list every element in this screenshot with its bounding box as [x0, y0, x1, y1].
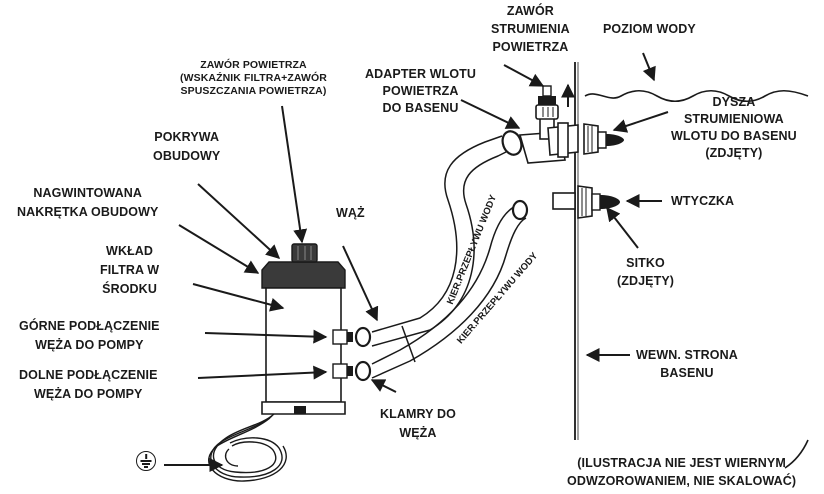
water-surface-line: [584, 89, 809, 103]
label-disclaimer: (ILUSTRACJA NIE JEST WIERNYM ODWZOROWANI…: [567, 456, 797, 488]
label-plug: WTYCZKA: [671, 194, 735, 208]
earth-ground-icon: [136, 451, 156, 471]
air-jet-valve: [535, 104, 559, 120]
label-water-level: POZIOM WODY: [603, 22, 696, 36]
hoses: [371, 135, 527, 379]
power-cord: [208, 413, 287, 482]
strainer-assembly: [511, 185, 620, 221]
label-hose: WĄŻ: [336, 206, 365, 220]
label-air-valve: ZAWÓR POWIETRZA (WSKAŹNIK FILTRA+ZAWÓR S…: [180, 59, 327, 97]
label-air-inlet-adapter: ADAPTER WLOTU POWIETRZA DO BASENU: [365, 67, 477, 115]
label-hose-clamps: KLAMRY DO WĘŻA: [380, 407, 456, 440]
label-threaded-nut: NAGWINTOWANA NAKRĘTKA OBUDOWY: [17, 186, 159, 219]
label-filter-cartridge: WKŁAD FILTRA W ŚRODKU: [100, 244, 160, 296]
label-lower-connection: DOLNE PODŁĄCZENIE WĘŻA DO POMPY: [19, 368, 158, 401]
label-inlet-nozzle: DYSZA STRUMIENIOWA WLOTU DO BASENU (ZDJĘ…: [671, 95, 797, 160]
leader-arrows: [164, 64, 669, 472]
label-air-jet-valve: ZAWÓR STRUMIENIA POWIETRZA: [491, 4, 570, 54]
label-pool-inner-wall: WEWN. STRONA BASENU: [636, 348, 738, 380]
label-strainer: SITKO (ZDJĘTY): [617, 256, 675, 288]
pool-bottom-curve: [784, 439, 809, 469]
label-upper-connection: GÓRNE PODŁĄCZENIE WĘŻA DO POMPY: [19, 319, 160, 352]
air-adapter-assembly: [501, 85, 624, 164]
label-housing-cover: POKRYWA OBUDOWY: [153, 130, 221, 163]
water-level-arrow: [642, 52, 656, 82]
pool-wall: [574, 62, 579, 440]
